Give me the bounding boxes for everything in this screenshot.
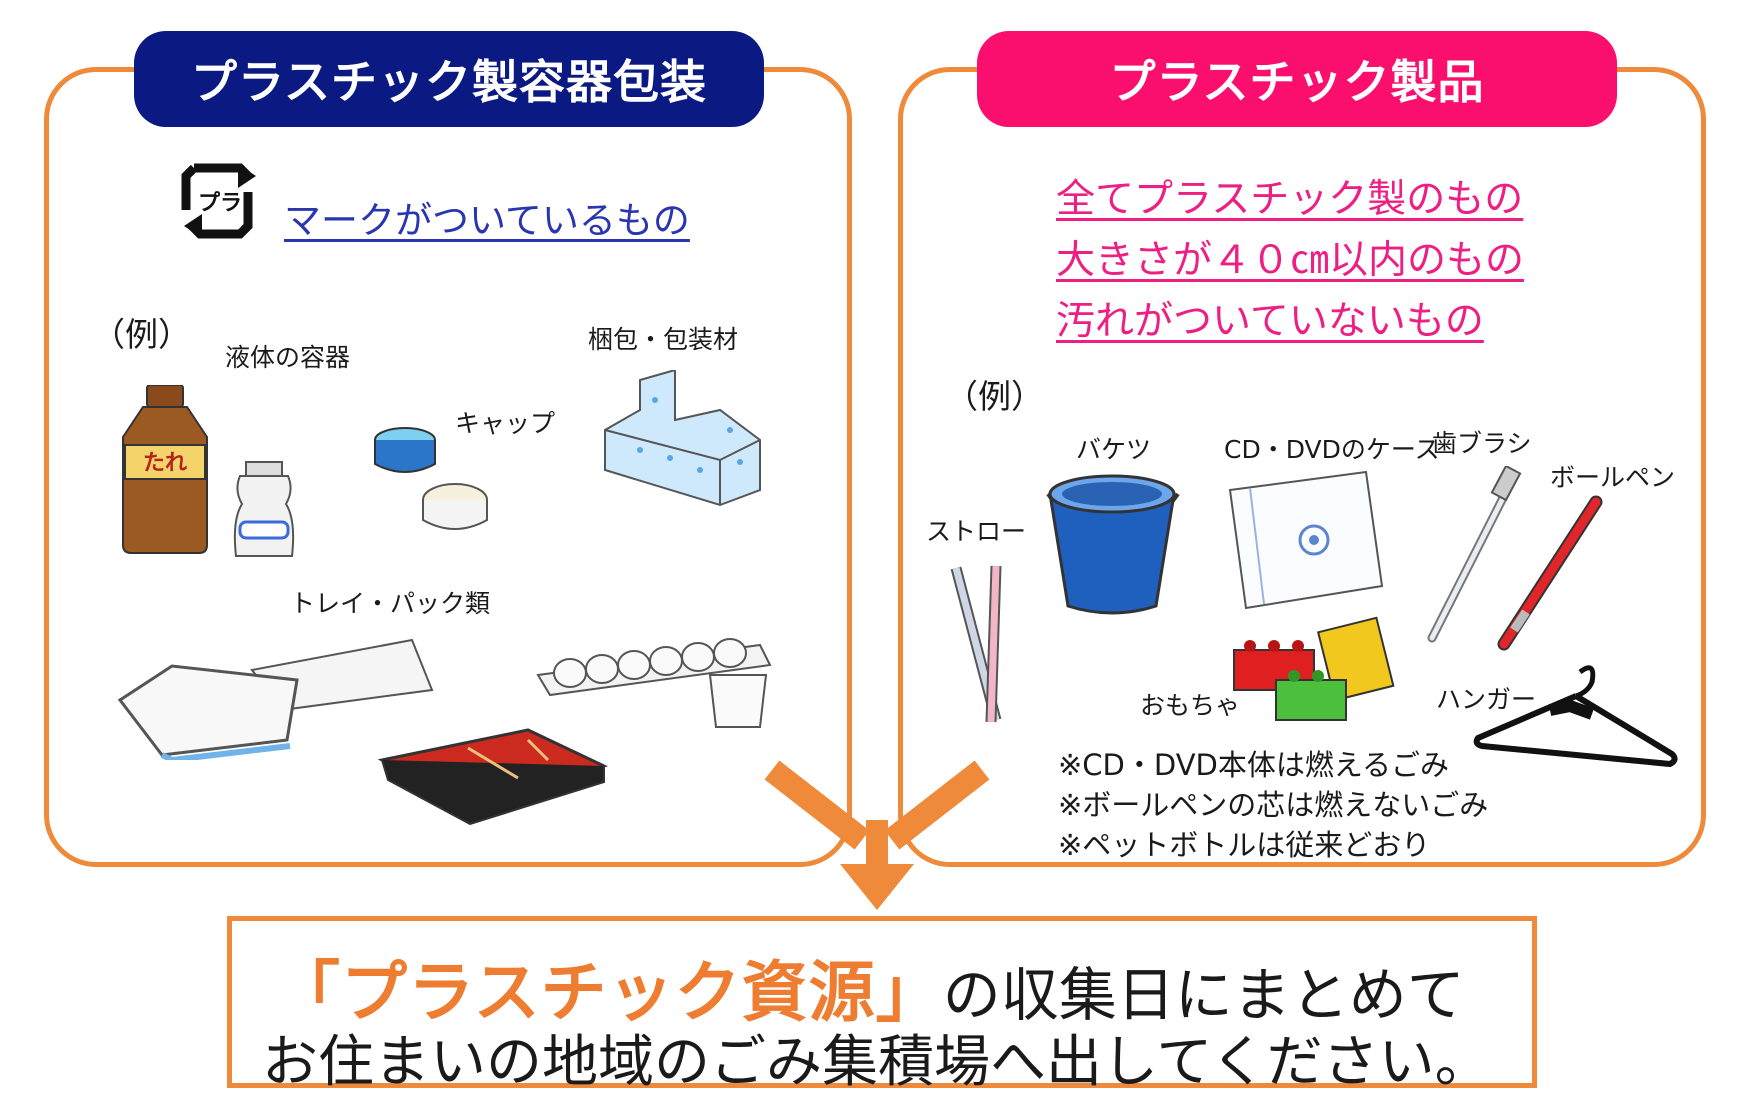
bottle-label-text: たれ [143, 451, 187, 476]
condition-size: 大きさが４０㎝以内のもの [1056, 238, 1525, 283]
right-example-label: （例） [945, 377, 1044, 416]
label-toothbrush: 歯ブラシ [1432, 429, 1532, 458]
message-line-2: お住まいの地域のごみ集積場へ出してください。 [262, 1030, 1491, 1095]
hanger-illustration [1473, 665, 1678, 768]
caps-illustration [374, 427, 488, 530]
note-pen-refill: ※ボールペンの芯は燃えないごみ [1058, 788, 1489, 822]
condition-all-plastic: 全てプラスチック製のもの [1056, 177, 1524, 222]
left-panel-header: プラスチック製容器包装 [134, 31, 764, 127]
egg-carton-illustration [536, 638, 772, 728]
left-example-label: （例） [92, 315, 191, 354]
cd-case-illustration [1228, 470, 1384, 610]
right-panel [898, 67, 1706, 867]
label-cd-case: CD・DVDのケース [1224, 435, 1440, 464]
straw-illustration [950, 565, 1002, 723]
foam-packing-illustration [604, 370, 761, 507]
recycle-mark-text: プラ [198, 191, 242, 216]
recycle-pura-icon: プラ [181, 163, 256, 239]
sauce-bottle-illustration: たれ [122, 385, 208, 554]
label-ballpen: ボールペン [1550, 463, 1676, 492]
mark-label: マークがついているもの [284, 199, 690, 242]
arrow-down-icon [764, 760, 990, 910]
label-toy: おもちゃ [1140, 691, 1241, 720]
right-panel-header: プラスチック製品 [977, 31, 1617, 127]
foam-tray-illustration [117, 638, 434, 760]
message-line-1-rest: の収集日にまとめて [942, 961, 1465, 1029]
label-hanger: ハンガー [1436, 685, 1537, 714]
message-highlight: 「プラスチック資源」 [274, 954, 943, 1031]
label-packing-material: 梱包・包装材 [588, 325, 739, 354]
label-straw: ストロー [926, 517, 1027, 546]
yogurt-bottle-illustration [233, 461, 295, 557]
collection-message-box: 「プラスチック資源」の収集日にまとめて お住まいの地域のごみ集積場へ出してくださ… [227, 916, 1537, 1095]
bento-tray-illustration [378, 728, 608, 825]
label-tray-pack: トレイ・パック類 [290, 589, 491, 618]
message-line-1: 「プラスチック資源」の収集日にまとめて [274, 939, 1465, 1035]
toy-blocks-illustration [1233, 616, 1395, 721]
label-bucket: バケツ [1076, 435, 1152, 464]
toothbrush-illustration [1427, 466, 1522, 643]
note-cd-body: ※CD・DVD本体は燃えるごみ [1058, 748, 1449, 782]
label-cap: キャップ [455, 409, 556, 438]
bucket-illustration [1046, 474, 1180, 615]
label-liquid-container: 液体の容器 [225, 343, 351, 372]
ballpen-illustration [1497, 495, 1603, 651]
note-pet-bottle: ※ペットボトルは従来どおり [1058, 828, 1431, 862]
condition-clean: 汚れがついていないもの [1056, 299, 1484, 344]
